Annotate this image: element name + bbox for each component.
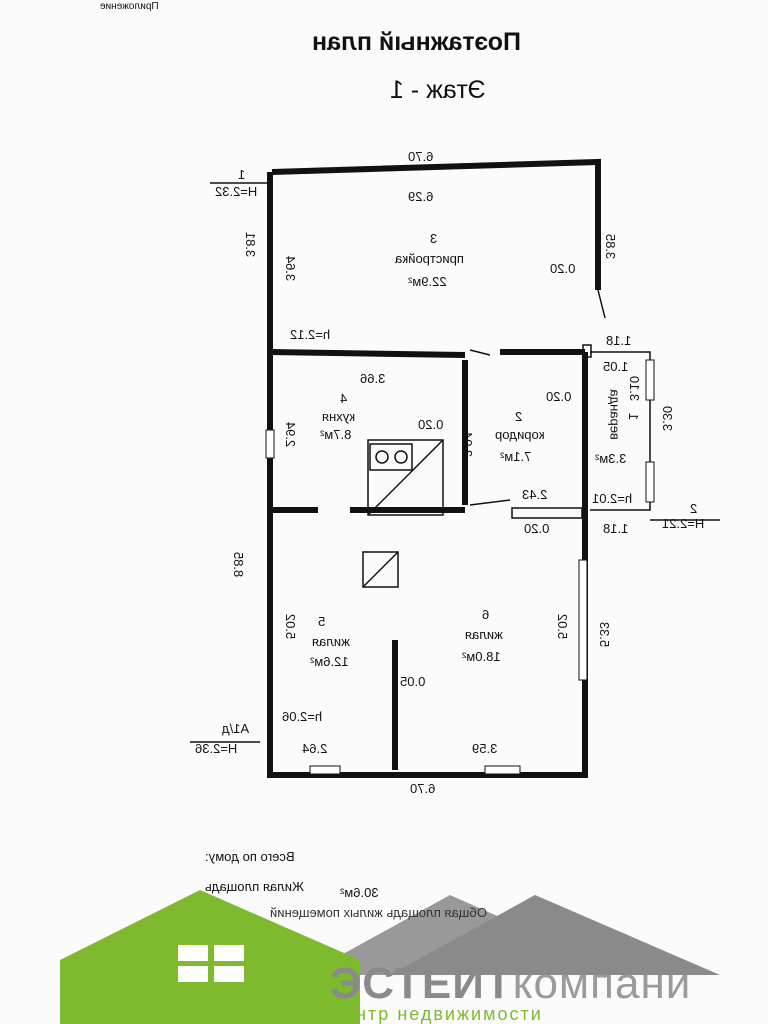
room-6-area: 18.0м² [462,649,501,664]
room-2-area: 7.1м² [500,449,532,464]
room-5-area: 12.6м² [310,654,349,669]
dim: 0.20 [546,389,572,404]
dim: 1.05 [603,359,629,374]
mark-2-number: 2 [690,501,698,516]
logo-name-2: компани [512,959,692,1008]
dim: 5.02 [283,613,299,640]
room-1-name: веранда [607,389,623,440]
summary-label: Всего по дому: [205,849,295,864]
dim: h=2.01 [592,491,633,506]
room-2-number: 2 [515,409,523,424]
total-area-label: Общая площадь жилых помещений [270,905,487,920]
room-3-number: 3 [430,231,438,246]
dim: 6.70 [410,781,436,796]
logo-name: ЭСТЕЙТ [330,959,513,1008]
living-area-label: Жилая площадь [205,879,305,894]
dim: 3.59 [472,741,498,756]
mark-1-number: 1 [238,167,246,182]
room-5-number: 5 [318,614,326,629]
room-6-name: жилая [465,627,503,642]
dim: h=2.06 [282,709,323,724]
dim: 3.85 [603,233,619,260]
room-3-area: 22.9м² [408,274,447,289]
dim: 1.18 [606,333,632,348]
room-5-name: жилая [312,634,350,649]
room-6-number: 6 [482,607,490,622]
page-title: Поэтажный план [312,28,522,56]
dim: 3.10 [627,375,643,402]
dim: 3.30 [660,405,676,432]
dim: 5.02 [555,613,571,640]
dim: 8.85 [231,551,247,578]
logo-houses [60,890,720,1024]
corner-text: Приложение [100,1,159,12]
room-2-name: коридор [495,427,545,442]
floor-label: Этаж - 1 [390,76,486,104]
dim: 2.94 [283,421,299,448]
room-3-name: пристройка [395,251,464,266]
room-4-name: кухня [322,409,356,424]
dim: 2.64 [302,741,328,756]
dim: 2.94 [460,431,476,458]
mark-1-height: H=2.32 [215,184,258,199]
mark-3-number: А1/д [222,721,250,736]
dim: h=2.12 [290,327,331,342]
dim: 0.20 [550,261,576,276]
dim: 6.70 [408,149,434,164]
logo-wordmark: ЭСТЕЙТкомпани [330,962,691,1006]
room-1-number: 1 [626,412,642,421]
room-1-area: 3.3м² [595,451,627,466]
room-4-area: 8.7м² [320,427,352,442]
dim: 0.05 [400,674,426,689]
mark-2-height: H=2.21 [662,516,705,531]
dim: 2.43 [522,487,548,502]
dim: 6.29 [408,189,434,204]
dim: 0.20 [524,521,550,536]
room-4-number: 4 [340,391,348,406]
dim: 5.33 [597,621,613,648]
mark-3-height: H=2.36 [195,741,238,756]
dim: 0.20 [418,417,444,432]
logo-tagline: центр недвижимости [332,1004,543,1024]
dim: 3.81 [243,231,259,258]
dim: 3.64 [283,255,299,282]
dim: 3.66 [360,371,386,386]
living-area-value: 30.6м² [340,885,379,900]
dim: 1.18 [603,521,629,536]
